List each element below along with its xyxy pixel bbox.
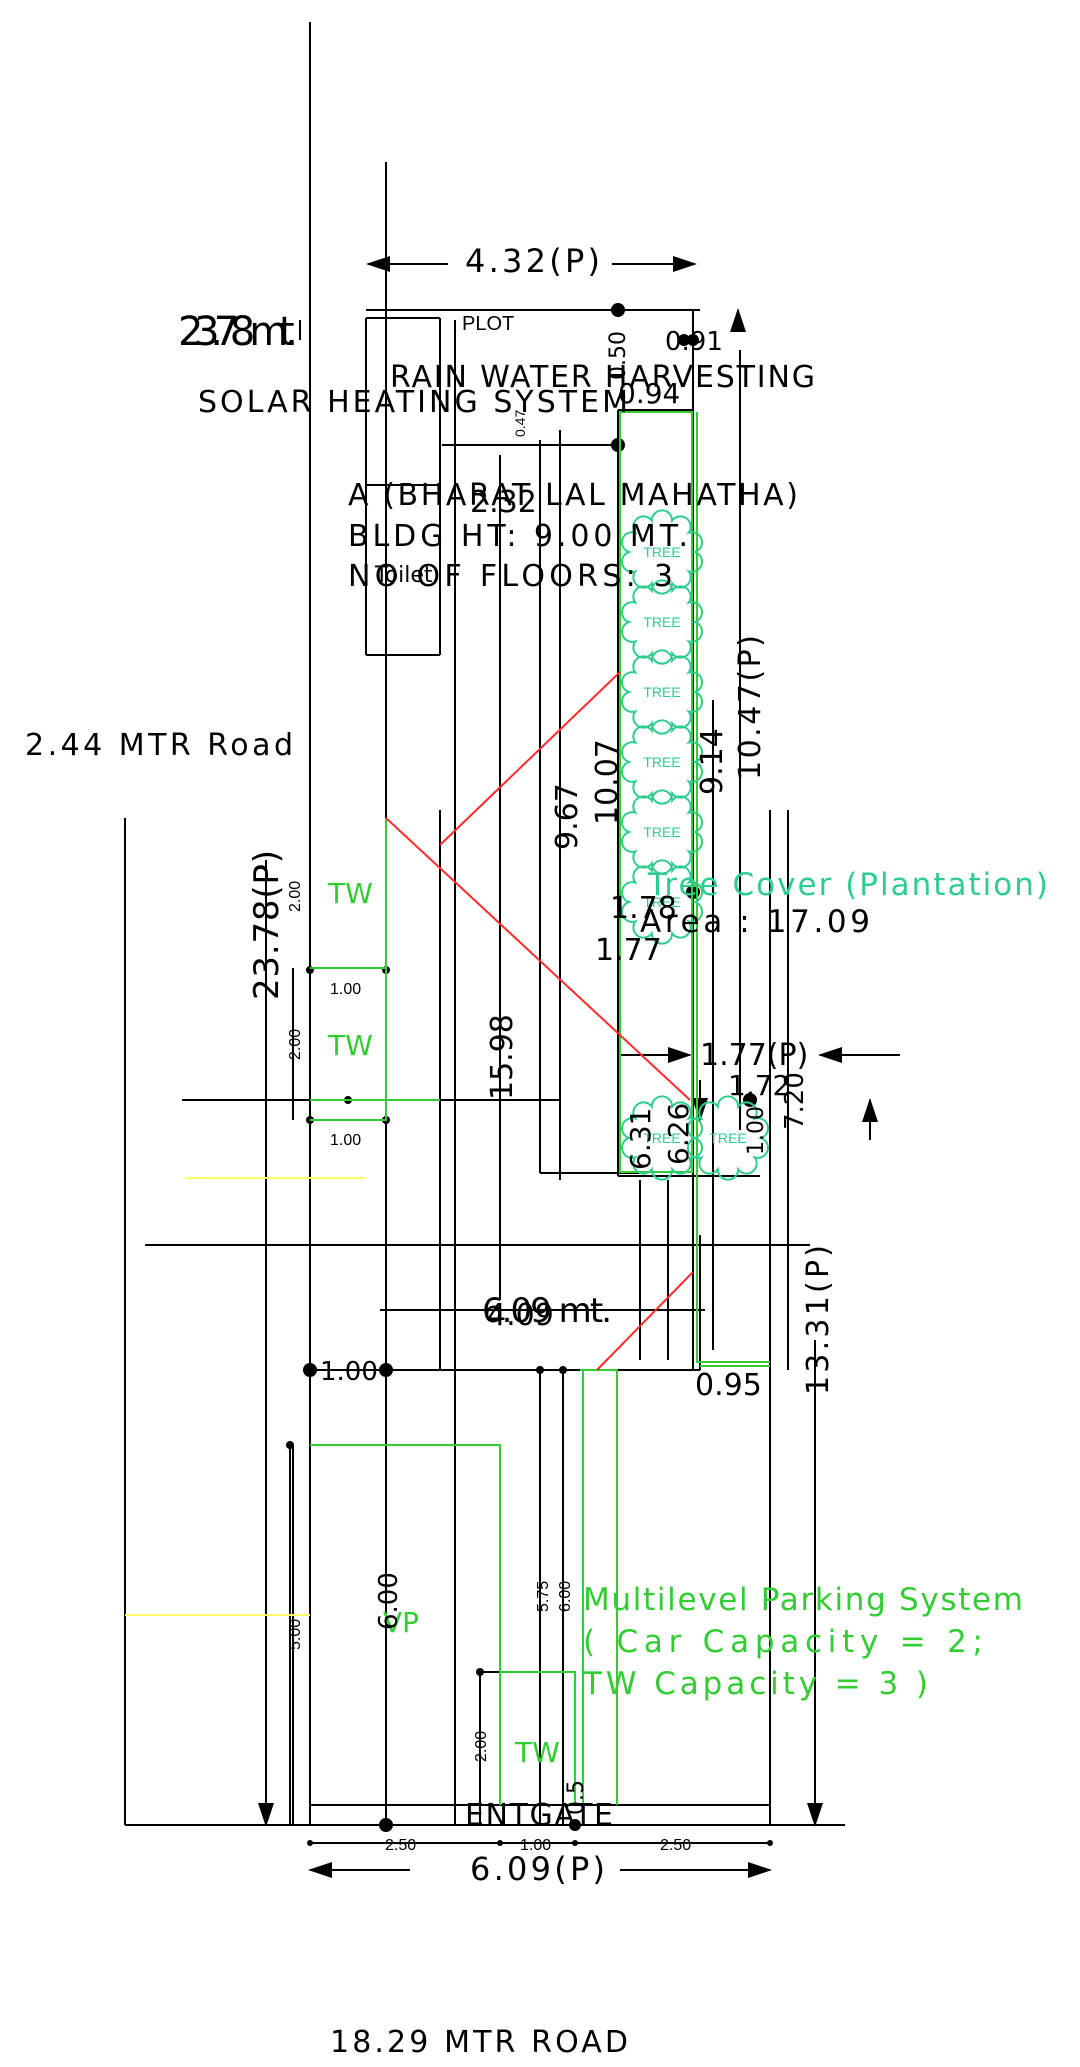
tree-symbols: TREE TREE TREE TREE TREE TREE TREE TREE [620, 509, 770, 1181]
tree-symbol-label: TREE [643, 754, 680, 770]
tree-symbol-label: TREE [643, 824, 680, 840]
tree-symbol [620, 579, 704, 665]
tree-symbol-label: TREE [643, 894, 680, 910]
tree-symbol [620, 509, 704, 595]
parking-line2: ( Car Capacity = 2; [583, 1624, 983, 1660]
toilet-label: Toilet [374, 563, 433, 588]
tree-symbol-label: TREE [643, 684, 680, 700]
tree-symbol-label: TREE [643, 544, 680, 560]
rain-water-label: RAIN WATER HARVESTING [390, 360, 815, 395]
dim-0-95: 0.95 [695, 1368, 762, 1403]
building-height-label: BLDG HT: 9.00 MT. [348, 519, 688, 554]
tree-cover-label: Tree Cover (Plantation) [647, 867, 1048, 903]
tw-label-2: TW [327, 1029, 373, 1062]
dim-0-91: 0.91 [665, 327, 723, 357]
tree-symbol-label: TREE [643, 1130, 680, 1146]
dim-bottom-width: 6.09(P) [470, 1850, 605, 1888]
dim-top-width: 4.32(P) [465, 242, 600, 280]
tree-symbol [620, 859, 704, 945]
dim-15-98: 15.98 [485, 1014, 520, 1100]
tree-symbol [620, 719, 704, 805]
dim-9-14: 9.14 [695, 728, 730, 795]
dim-6-31: 6.31 [624, 1108, 657, 1170]
dim-2-50-left: 2.50 [385, 1837, 416, 1854]
yellow-lines [125, 1177, 365, 1616]
dim-1-00-bottom: 1.00 [520, 1837, 551, 1854]
dim-mid-width-overlap: 4.09 [487, 1298, 554, 1333]
dim-left-height-big: 23.78 mt. [178, 309, 298, 355]
dim-0-94: 0.94 [618, 377, 680, 410]
node-dots [286, 303, 773, 1846]
structural-lines [124, 22, 845, 1826]
floors-label: NO OF FLOORS: 3 [348, 559, 673, 594]
dim-6-00-small: 6.00 [557, 1581, 574, 1612]
plot-label: PLOT [462, 313, 514, 335]
entry-gate-label: ENTGATE [465, 1798, 613, 1833]
front-road-label: 18.29 MTR ROAD [330, 2025, 628, 2060]
dim-1-00-big: 1.00 [320, 1357, 378, 1387]
dim-10-07: 10.07 [590, 739, 625, 825]
dim-mid-width-mt: 6.09 mt. [482, 1291, 612, 1331]
dim-1-77: 1.77 [595, 933, 662, 968]
dim-9-67: 9.67 [550, 783, 585, 850]
text-labels: PLOT RAIN WATER HARVESTING SOLAR HEATING… [25, 242, 1048, 2060]
vp-label: VP [383, 1606, 419, 1639]
tw-label-3: TW [514, 1736, 560, 1769]
tw-label-1: TW [327, 877, 373, 910]
dim-0-5x: 0.5 [564, 1780, 589, 1815]
dim-1-72: 1.72 [728, 1069, 790, 1102]
dim-right-10-47: 10.47(P) [733, 635, 768, 780]
dim-1-00-vert: 1.00 [744, 1106, 769, 1155]
dim-2-00-a: 2.00 [287, 881, 304, 912]
dim-5-00: 5.00 [287, 1619, 304, 1650]
parking-line1: Multilevel Parking System [583, 1582, 1023, 1618]
dim-1-77p: 1.77(P) [700, 1038, 808, 1073]
side-road-label: 2.44 MTR Road [25, 728, 293, 763]
dim-left-height-p: 23.78(P) [247, 850, 287, 1000]
dim-right-13-31: 13.31(P) [801, 1245, 836, 1395]
dim-5-75: 5.75 [535, 1581, 552, 1612]
dim-2-50-right: 2.50 [660, 1837, 691, 1854]
tree-symbol-label: TREE [709, 1130, 746, 1146]
dim-1-00-b: 1.00 [330, 1132, 361, 1149]
dim-2-00-b: 2.00 [287, 1029, 304, 1060]
dim-0-47: 0.47 [512, 410, 528, 437]
parking-line3: TW Capacity = 3 ) [582, 1666, 928, 1702]
owner-label: A (BHARAT LAL MAHATHA) [348, 478, 798, 513]
dim-6-00: 6.00 [374, 1572, 404, 1630]
green-zones [310, 411, 770, 1805]
tree-symbol-label: TREE [643, 614, 680, 630]
tree-symbol [620, 789, 704, 875]
tree-symbol [620, 649, 704, 735]
solar-label: SOLAR HEATING SYSTEM [198, 385, 628, 420]
dim-0-50: 0.50 [606, 331, 631, 380]
red-diagonals [385, 671, 694, 1371]
dim-6-26: 6.26 [662, 1103, 695, 1165]
tree-symbol [686, 1095, 770, 1181]
dim-1-00-a: 1.00 [330, 981, 361, 998]
dim-2-32: 2.32 [470, 485, 537, 520]
dim-1-78: 1.78 [610, 891, 677, 926]
dim-7-20: 7.20 [780, 1072, 810, 1130]
dim-2-00-c: 2.00 [473, 1731, 490, 1762]
tree-symbol [620, 1095, 704, 1181]
